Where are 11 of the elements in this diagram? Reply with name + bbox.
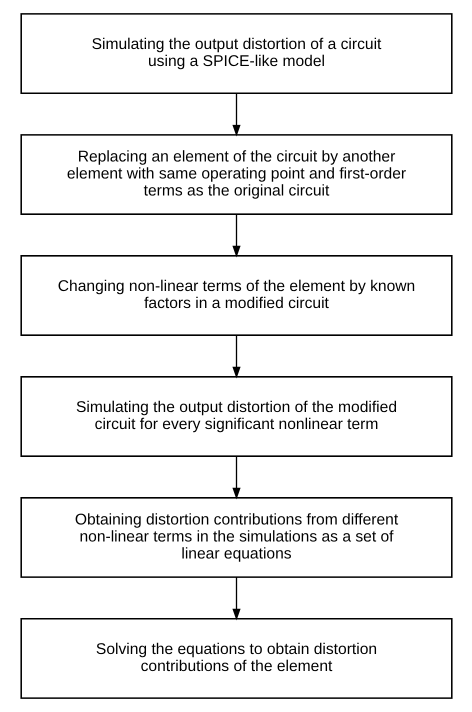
node-box: Solving the equations to obtain distortion contributions of the element: [20, 618, 452, 699]
arrow: [232, 214, 240, 258]
node-box: Simulating the output distortion of a circuit using a SPICE-like model: [20, 13, 452, 94]
arrow: [232, 335, 240, 378]
arrow: [232, 93, 240, 137]
node-box: Obtaining distortion contributions from different non-linear terms in the simulations as a set of linear equations: [20, 497, 452, 578]
node-box: Replacing an element of the circuit by another element with same operating point and first-order terms as the original circuit: [20, 134, 452, 215]
node-box: Changing non-linear terms of the element by known factors in a modified circuit: [20, 255, 452, 336]
node-box: Simulating the output distortion of the modified circuit for every significant nonlinear term: [20, 376, 452, 457]
arrow: [232, 456, 240, 500]
arrow: [232, 577, 240, 620]
